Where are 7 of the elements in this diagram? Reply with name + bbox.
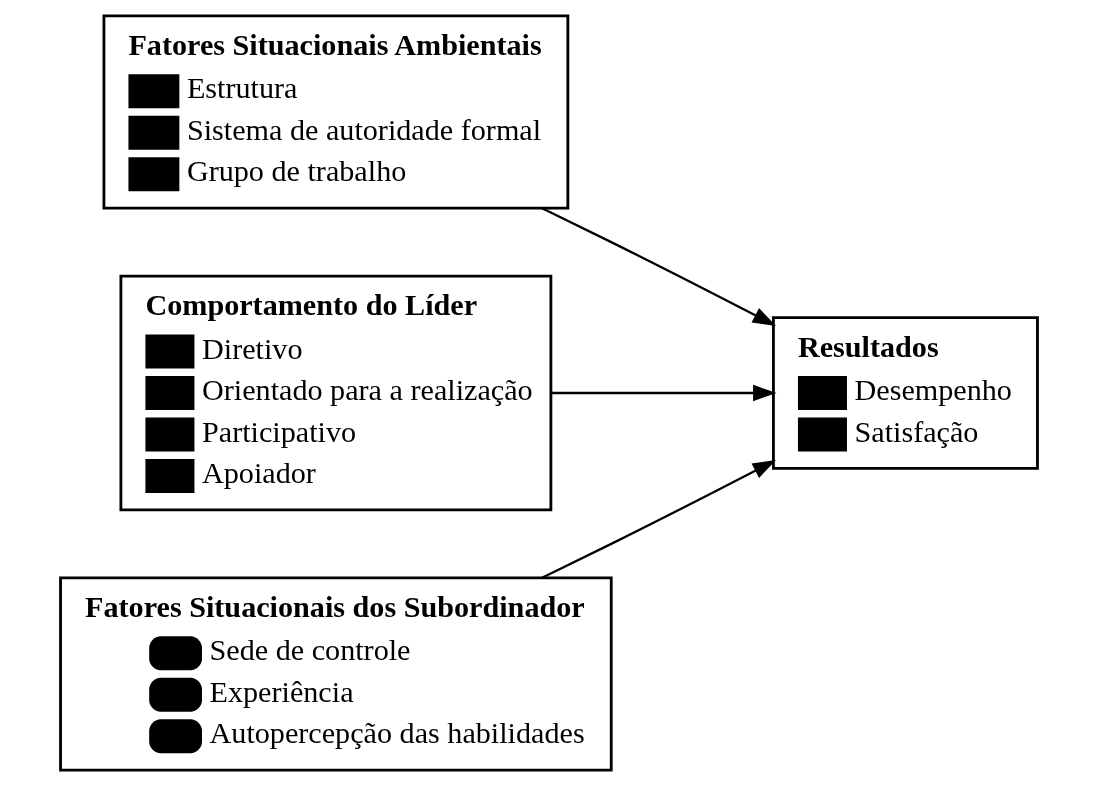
- node-box: Fatores Situacionais Ambientais Estrutura Sistema de autoridade formal Grupo de trabalho: [102, 14, 569, 210]
- node-box: Fatores Situacionais dos Subordinador Sede de controle Experiência Autopercepção das habilidades: [58, 576, 613, 772]
- arrow: [540, 207, 776, 327]
- arrow: [540, 459, 776, 579]
- node-box: Comportamento do Líder Diretivo Orientado para a realização Participativo Apoiador: [118, 274, 552, 512]
- arrow: [551, 384, 776, 402]
- node-box: Resultados Desempenho Satisfação: [771, 316, 1039, 470]
